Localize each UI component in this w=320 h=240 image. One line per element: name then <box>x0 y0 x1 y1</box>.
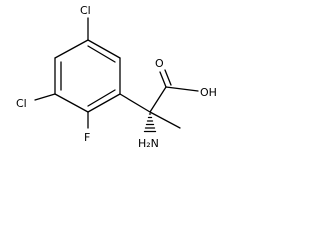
c-oh-bond <box>165 86 199 92</box>
fluorine-label: F <box>84 131 90 144</box>
ring-bond <box>54 93 89 113</box>
amine-label: H₂N <box>138 137 159 150</box>
alpha-carbon-to-carboxyl-bond <box>149 86 167 113</box>
oxygen-label: O <box>155 57 164 70</box>
ring-double-bond <box>87 89 116 107</box>
ring-to-alpha-carbon-bond <box>119 93 151 113</box>
c-cl-bond-left <box>34 93 56 101</box>
ring-double-bond <box>87 45 116 63</box>
ring-bond <box>87 93 121 113</box>
carbonyl-double-bond-b <box>164 69 172 86</box>
ring-bond <box>87 39 121 59</box>
methyl-bond <box>149 111 181 129</box>
hydroxyl-label: OH <box>200 86 217 99</box>
carbonyl-double-bond-a <box>159 71 167 88</box>
chlorine-label-top: Cl <box>80 4 91 17</box>
chlorine-label-left: Cl <box>16 97 27 110</box>
ring-bond <box>54 39 89 59</box>
benzene-ring <box>54 39 121 113</box>
chemical-structure: Cl Cl F O OH H₂N <box>16 4 217 150</box>
hashed-wedge-bond <box>143 113 157 133</box>
